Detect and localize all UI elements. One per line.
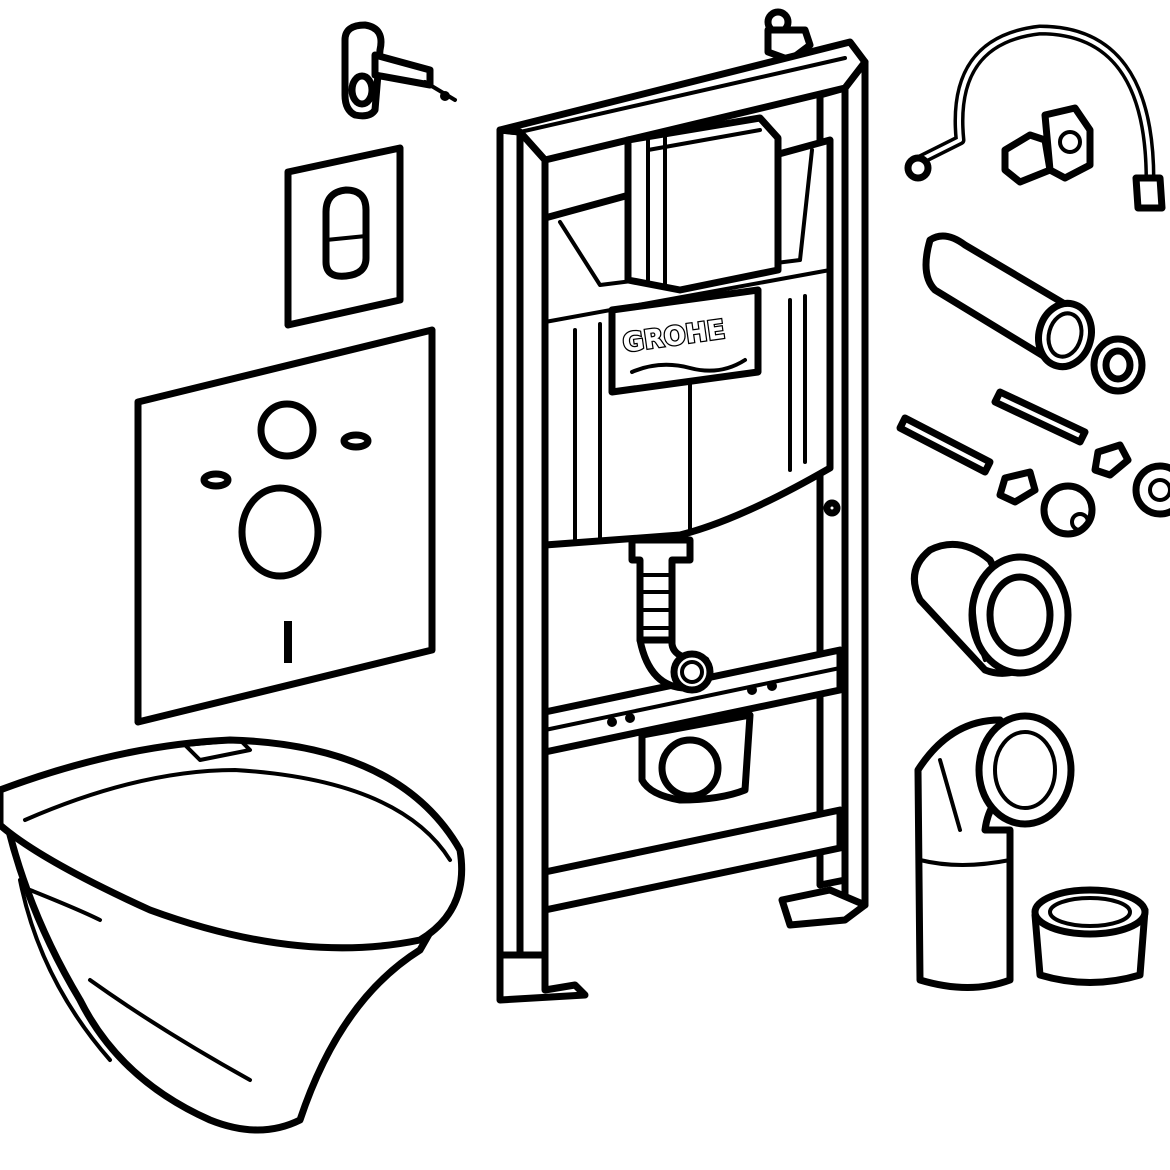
flush-button[interactable]	[322, 186, 370, 280]
angle-valve	[1001, 131, 1054, 186]
cover-cap	[1132, 462, 1170, 518]
outlet-connector-straight	[910, 540, 1072, 677]
frame-left-foot	[496, 951, 589, 1004]
cover-cap	[1040, 482, 1096, 538]
frame-right-upright-side	[841, 58, 869, 909]
hex-nut	[1091, 441, 1132, 479]
flush-plate	[284, 144, 404, 329]
frame-bottom-crossbar	[541, 806, 844, 914]
mat-hole-lower	[238, 484, 322, 580]
frame-left-upright	[516, 128, 549, 994]
installation-frame	[496, 8, 869, 1004]
concealed-cistern: GROHE	[541, 114, 834, 804]
wall-hung-toilet	[0, 736, 466, 1134]
frame-right-foot	[778, 886, 869, 929]
outlet-elbow	[914, 712, 1075, 991]
outlet-ring	[670, 650, 714, 694]
flush-pipe	[922, 232, 1146, 395]
wall-anchor	[341, 21, 457, 120]
mat-hole-upper	[257, 400, 317, 460]
flex-hose-kit	[904, 24, 1166, 212]
cistern-service-box	[624, 114, 782, 294]
fixing-studs	[896, 388, 1170, 538]
blanking-cap	[1031, 886, 1149, 986]
hex-nut	[996, 468, 1039, 506]
sound-insulation-mat	[134, 326, 436, 726]
